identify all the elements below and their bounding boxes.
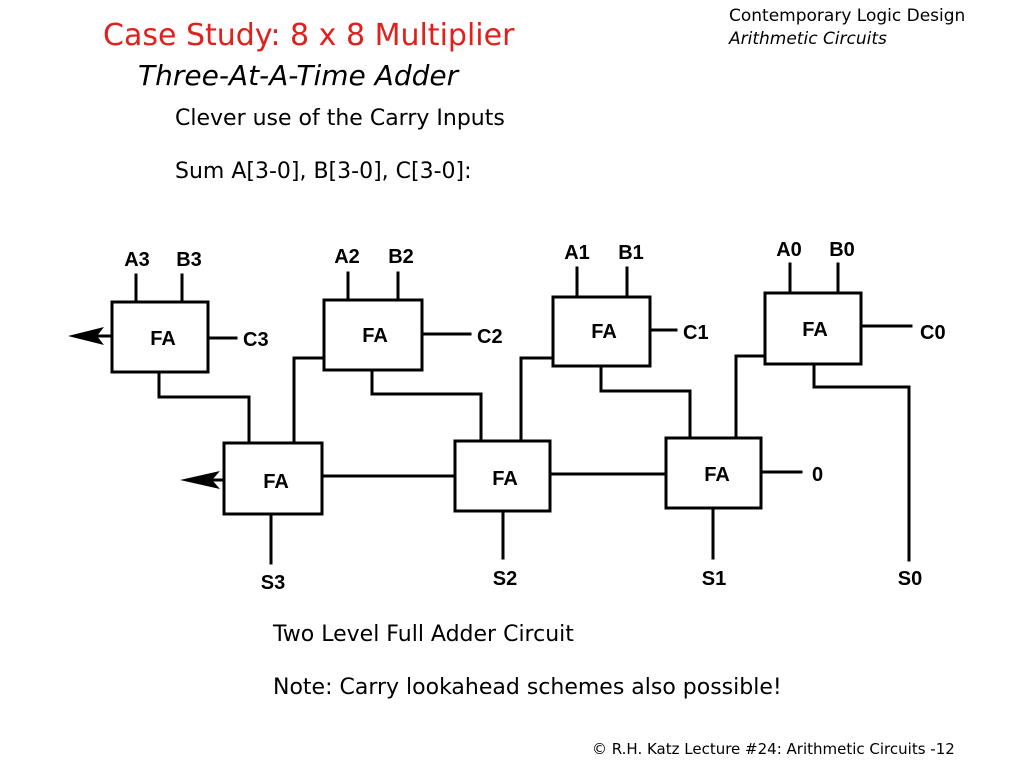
input-label-a3: A3 xyxy=(124,249,150,271)
input-label-a0: A0 xyxy=(776,239,802,261)
fa-box xyxy=(222,441,324,516)
carry-label-c0: C0 xyxy=(920,322,946,344)
input-label-b3: B3 xyxy=(176,249,202,271)
input-label-b2: B2 xyxy=(388,246,414,268)
course-name: Contemporary Logic Design xyxy=(729,6,966,26)
input-label-a2: A2 xyxy=(334,246,360,268)
slide-footer: © R.H. Katz Lecture #24: Arithmetic Circ… xyxy=(592,740,955,758)
fa-box xyxy=(551,295,652,368)
fa-box xyxy=(763,291,863,366)
sum-label-s1: S1 xyxy=(702,568,726,590)
carry-out-arrow-icon xyxy=(180,471,220,489)
input-label-b0: B0 xyxy=(829,239,855,261)
fa-label: FA xyxy=(492,468,518,490)
carry-label-c1: C1 xyxy=(683,322,709,344)
sum-note: Sum A[3-0], B[3-0], C[3-0]: xyxy=(175,159,472,184)
fa-label: FA xyxy=(802,319,828,341)
circuit-caption: Two Level Full Adder Circuit xyxy=(273,622,574,647)
fa-box xyxy=(322,298,424,372)
fa-label: FA xyxy=(591,321,617,343)
lookahead-caption: Note: Carry lookahead schemes also possi… xyxy=(273,675,782,700)
carry-label-c3: C3 xyxy=(243,329,269,351)
fa-label: FA xyxy=(704,464,730,486)
fa-box xyxy=(664,436,763,510)
sum-label-s3: S3 xyxy=(261,572,285,594)
sum-label-s2: S2 xyxy=(493,568,517,590)
input-label-a1: A1 xyxy=(564,242,590,264)
fa-label: FA xyxy=(150,328,176,350)
section-name: Arithmetic Circuits xyxy=(729,29,887,49)
fa-label: FA xyxy=(263,471,289,493)
input-label-b1: B1 xyxy=(618,242,644,264)
wires xyxy=(88,262,913,565)
carry-out-arrow-icon xyxy=(68,327,104,345)
sum-label-s0: S0 xyxy=(898,568,922,590)
slide-title: Case Study: 8 x 8 Multiplier xyxy=(103,18,515,53)
fa-box xyxy=(453,439,552,513)
carry-in-label: 0 xyxy=(812,464,823,486)
fa-label: FA xyxy=(362,325,388,347)
carry-label-c2: C2 xyxy=(477,326,503,348)
carry-note: Clever use of the Carry Inputs xyxy=(175,106,505,131)
slide-subtitle: Three-At-A-Time Adder xyxy=(138,59,459,92)
fa-box xyxy=(110,300,210,374)
